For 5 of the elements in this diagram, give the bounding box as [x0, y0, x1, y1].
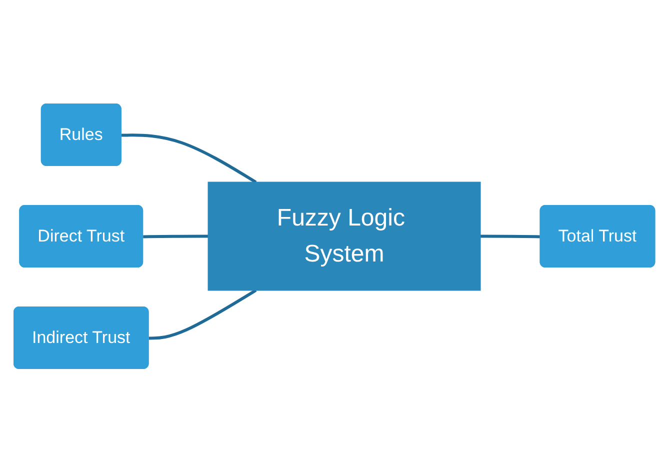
node-box: Fuzzy Logic System: [207, 182, 480, 291]
connector: [142, 235, 208, 238]
connector: [480, 235, 540, 238]
connector: [121, 134, 256, 184]
connector: [148, 289, 256, 340]
